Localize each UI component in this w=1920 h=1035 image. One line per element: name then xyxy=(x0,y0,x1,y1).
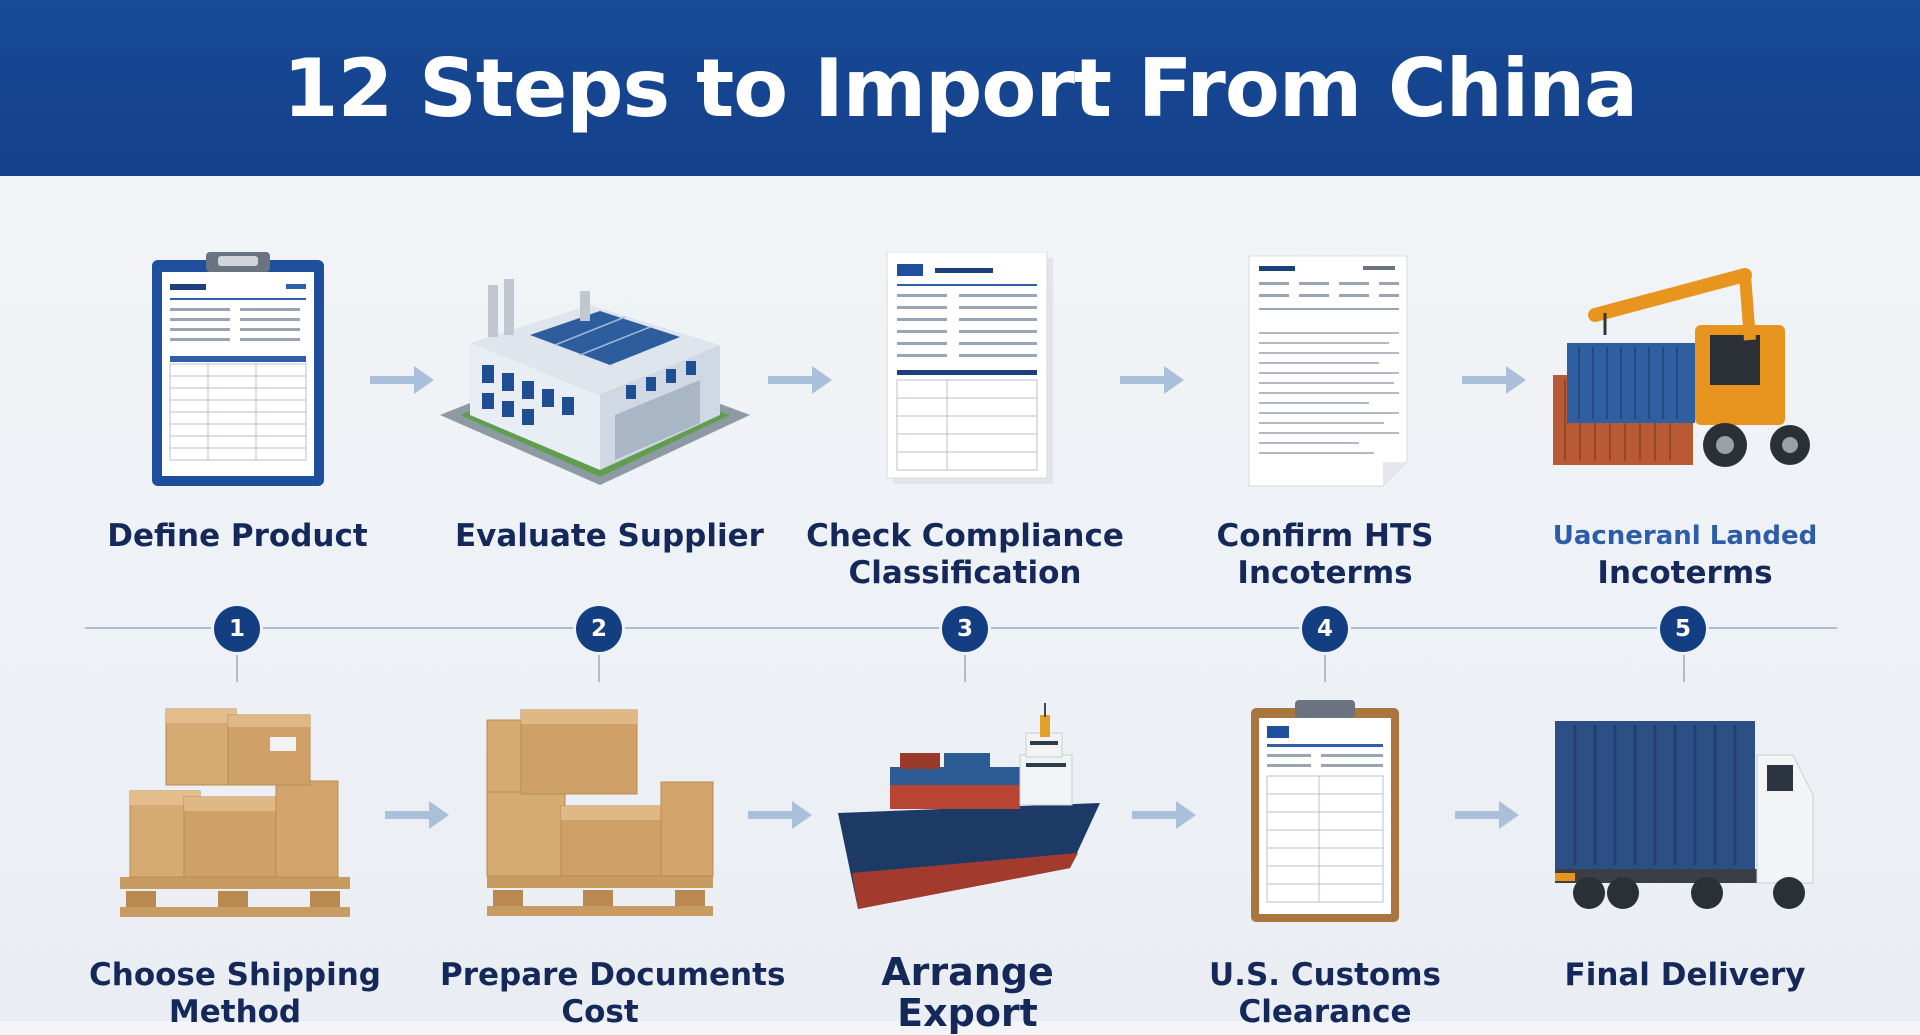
timeline-tick xyxy=(1324,654,1326,682)
timeline-tick xyxy=(964,654,966,682)
arrow-right-icon xyxy=(385,801,449,829)
arrow-right-icon xyxy=(1462,366,1526,394)
compliance-document-icon xyxy=(880,250,1060,490)
timeline-tick xyxy=(598,654,600,682)
step-badge-3: 3 xyxy=(942,606,988,652)
step-label-define-product: Define Product xyxy=(107,518,368,554)
step-label-evaluate-supplier: Evaluate Supplier xyxy=(455,518,764,554)
arrow-right-icon xyxy=(768,366,832,394)
step-label-check-compliance: Check Compliance Classification xyxy=(806,518,1124,591)
page-title: 12 Steps to Import From China xyxy=(282,41,1638,135)
step-label-choose-shipping: Choose Shipping Method xyxy=(89,957,381,1030)
arrow-right-icon xyxy=(1132,801,1196,829)
step-label-final-delivery: Final Delivery xyxy=(1564,957,1806,993)
arrow-right-icon xyxy=(1455,801,1519,829)
arrow-right-icon xyxy=(1120,366,1184,394)
customs-clipboard-icon xyxy=(1245,700,1405,925)
hts-document-icon xyxy=(1240,250,1415,490)
timeline-tick xyxy=(236,654,238,682)
arrow-right-icon xyxy=(370,366,434,394)
arrow-right-icon xyxy=(748,801,812,829)
pallet-boxes-icon xyxy=(465,705,725,923)
pallet-boxes-icon xyxy=(110,700,360,922)
cargo-ship-icon xyxy=(830,700,1105,915)
step-label-arrange-export: Arrange Export xyxy=(881,950,1054,1035)
step-badge-2: 2 xyxy=(576,606,622,652)
step-badge-1: 1 xyxy=(214,606,260,652)
step-label-customs-clearance: U.S. Customs Clearance xyxy=(1209,957,1441,1030)
timeline-tick xyxy=(1683,654,1685,682)
step-badge-4: 4 xyxy=(1302,606,1348,652)
factory-building-icon xyxy=(430,255,760,495)
clipboard-form-icon xyxy=(140,250,335,490)
step-badge-5: 5 xyxy=(1660,606,1706,652)
step-label-confirm-hts: Confirm HTS Incoterms xyxy=(1216,518,1434,591)
title-banner: 12 Steps to Import From China xyxy=(0,0,1920,176)
container-loader-icon xyxy=(1535,255,1820,495)
step-label-landed-incoterms: Uacneranl Landed Incoterms xyxy=(1552,521,1818,591)
container-truck-icon xyxy=(1545,712,1825,922)
step-label-prepare-documents: Prepare Documents Cost xyxy=(440,957,786,1030)
